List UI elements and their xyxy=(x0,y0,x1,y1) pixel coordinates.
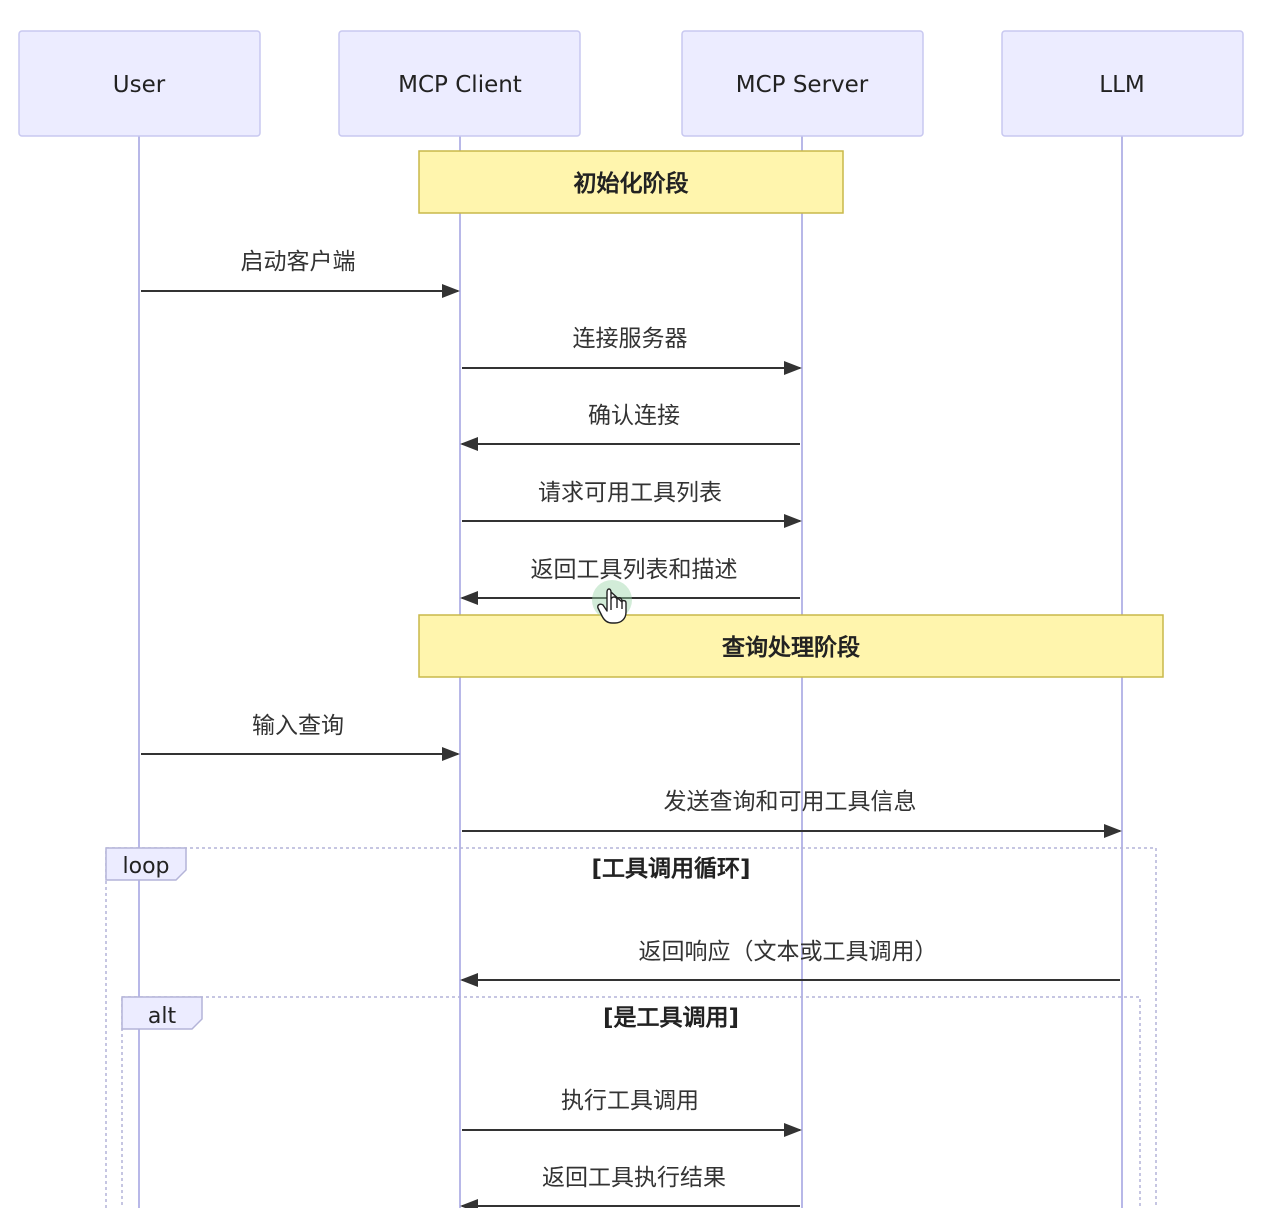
message-execute-tool: 执行工具调用 xyxy=(462,1088,802,1137)
message-label: 连接服务器 xyxy=(573,326,688,352)
note-label: 初始化阶段 xyxy=(574,170,689,197)
frame-loop: loop [工具调用循环] xyxy=(105,847,1157,1208)
frame-tag: alt xyxy=(148,1004,177,1029)
message-input-query: 输入查询 xyxy=(141,713,460,761)
message-label: 启动客户端 xyxy=(241,249,356,275)
frame-condition: [工具调用循环] xyxy=(591,855,750,882)
message-confirm-connection: 确认连接 xyxy=(460,403,800,451)
participant-label: LLM xyxy=(1099,72,1144,98)
participant-label: MCP Server xyxy=(736,72,869,98)
message-connect-server: 连接服务器 xyxy=(462,326,802,375)
message-return-response: 返回响应（文本或工具调用） xyxy=(460,939,1120,987)
hand-pointer-icon xyxy=(592,580,632,624)
message-label: 返回工具列表和描述 xyxy=(531,557,738,583)
message-request-tools: 请求可用工具列表 xyxy=(462,480,802,528)
participant-mcp-client: MCP Client xyxy=(338,30,581,137)
message-send-query: 发送查询和可用工具信息 xyxy=(462,789,1122,838)
note-label: 查询处理阶段 xyxy=(722,634,860,661)
message-label: 发送查询和可用工具信息 xyxy=(664,789,917,815)
message-start-client: 启动客户端 xyxy=(141,249,460,298)
message-return-result: 返回工具执行结果 xyxy=(460,1165,800,1208)
message-label: 返回响应（文本或工具调用） xyxy=(639,939,938,965)
frame-alt: alt [是工具调用] xyxy=(121,996,1141,1208)
message-label: 返回工具执行结果 xyxy=(542,1165,726,1191)
message-label: 输入查询 xyxy=(252,713,344,739)
message-label: 请求可用工具列表 xyxy=(538,480,722,506)
message-label: 执行工具调用 xyxy=(561,1088,699,1114)
message-return-tools: 返回工具列表和描述 xyxy=(460,557,800,605)
note-init-phase: 初始化阶段 xyxy=(418,150,844,214)
participant-label: MCP Client xyxy=(398,72,522,98)
message-label: 确认连接 xyxy=(588,403,680,429)
frame-condition: [是工具调用] xyxy=(603,1005,739,1031)
frame-tag: loop xyxy=(123,854,170,879)
participant-llm: LLM xyxy=(1001,30,1244,137)
participant-label: User xyxy=(113,72,166,98)
participant-mcp-server: MCP Server xyxy=(681,30,924,137)
participant-user: User xyxy=(18,30,261,137)
note-query-phase: 查询处理阶段 xyxy=(418,614,1164,678)
